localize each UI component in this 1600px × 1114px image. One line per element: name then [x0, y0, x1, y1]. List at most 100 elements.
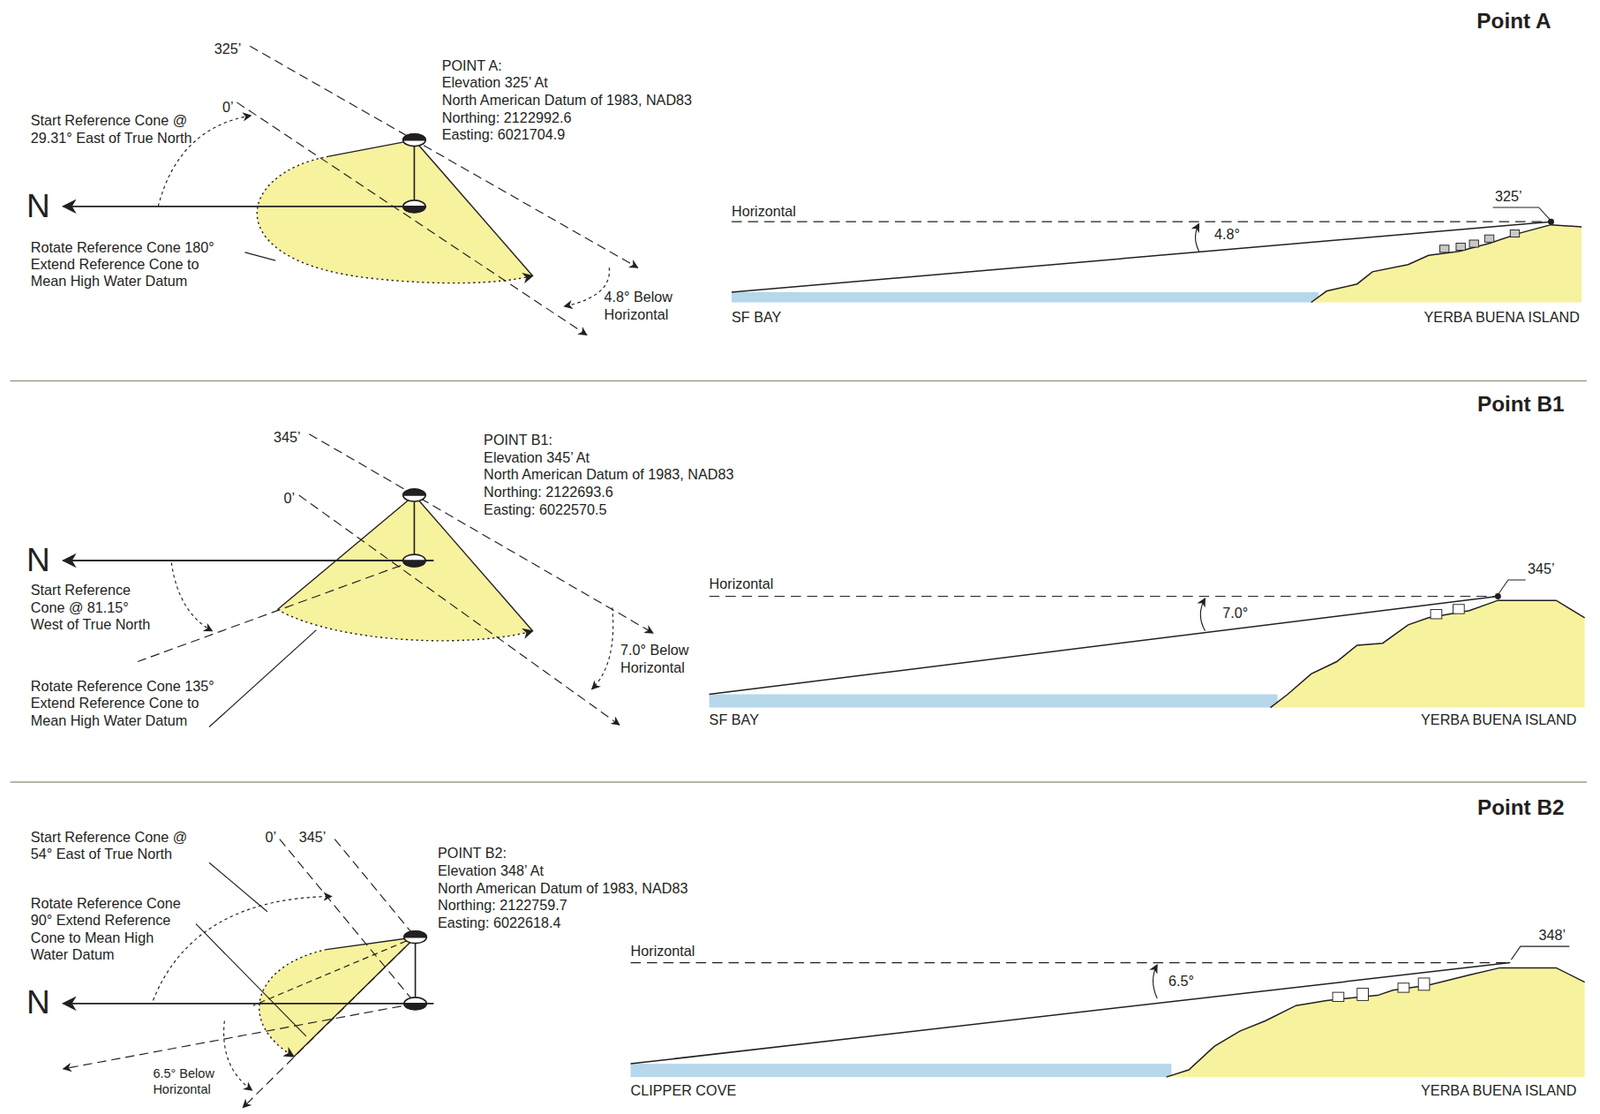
reference-line-stroke [63, 205, 414, 208]
reference-line-stroke [195, 923, 307, 1037]
survey-point [403, 488, 426, 567]
point-info: Northing: 2122693.6 [483, 483, 614, 501]
panel-title: Point B1 [1477, 390, 1565, 417]
reference-line-stroke [563, 267, 609, 307]
reference-line-stroke [245, 252, 277, 261]
reference-line-stroke [308, 434, 654, 633]
reference-line-stroke [209, 862, 268, 912]
angle-label: 4.8° [1214, 225, 1240, 243]
profile-stroke [1510, 946, 1570, 960]
profile-stroke [1547, 218, 1555, 226]
reference-line-stroke [224, 1021, 253, 1091]
panel-title: Point B2 [1477, 794, 1565, 820]
place-label: CLIPPER COVE [630, 1081, 737, 1099]
survey-point-stroke [403, 560, 426, 567]
point-info: POINT B2: [437, 844, 507, 862]
point-info: POINT A: [442, 57, 503, 75]
point-info: North American Datum of 1983, NAD83 [437, 879, 688, 897]
angle-note: 4.8° Below Horizontal [604, 288, 692, 324]
reference-line [63, 45, 639, 335]
reference-line-stroke [414, 937, 417, 1004]
profile-stroke [1166, 967, 1585, 1077]
note: Rotate Reference Cone 135° Extend Refere… [30, 677, 220, 729]
point-info: Easting: 6022618.4 [437, 914, 562, 932]
note: Start Reference Cone @ 29.31° East of Tr… [30, 112, 195, 147]
profile-stroke [630, 961, 1511, 963]
elevation-label: 345’ [273, 428, 301, 446]
profile-stroke [1430, 604, 1465, 619]
reference-line [63, 839, 435, 1108]
profile-stroke [630, 962, 1511, 1064]
place-label: YERBA BUENA ISLAND [1424, 308, 1580, 326]
note: Start Reference Cone @ 54° East of True … [30, 828, 200, 864]
profile-stroke [709, 595, 1499, 597]
cone-area-stroke [259, 937, 416, 1057]
elevation-label: 0’ [283, 489, 295, 507]
profile [731, 207, 1582, 303]
profile [709, 579, 1585, 708]
reference-line-stroke [279, 839, 416, 1004]
point-info: Northing: 2122992.6 [442, 109, 572, 127]
survey-point-stroke [403, 134, 426, 147]
north-arrow-label: N [26, 540, 51, 580]
reference-line-stroke [249, 45, 638, 268]
profile-stroke [1311, 225, 1582, 303]
angle-label: 6.5° [1168, 972, 1195, 990]
cone-area [256, 140, 533, 284]
reference-line-stroke [63, 1002, 435, 1005]
survey-point-stroke [404, 997, 427, 1010]
survey-point-stroke [404, 931, 427, 944]
elevation-label: 345’ [299, 828, 327, 846]
survey-point-stroke [404, 931, 427, 938]
survey-point-stroke [403, 206, 426, 213]
horizontal-label: Horizontal [630, 942, 696, 960]
reference-line-stroke [152, 895, 331, 1000]
profile-stroke [1439, 245, 1449, 253]
elevation-label: 0’ [265, 828, 278, 846]
horizontal-label: Horizontal [731, 202, 797, 220]
angle-note: 6.5° Below Horizontal [152, 1066, 235, 1097]
profile-stroke [1195, 223, 1200, 251]
elevation-label: 348’ [1539, 926, 1567, 944]
profile-stroke [1493, 207, 1551, 220]
profile-stroke [1332, 991, 1345, 1001]
profile-stroke [1453, 604, 1465, 614]
cone-area-stroke [277, 495, 534, 641]
point-info: Elevation 325’ At [442, 74, 549, 91]
profile-stroke [1439, 229, 1519, 252]
profile-stroke [1166, 967, 1585, 1077]
note: Start Reference Cone @ 81.15° West of Tr… [30, 581, 164, 633]
divider-stroke [10, 781, 1587, 782]
note: Rotate Reference Cone 180° Extend Refere… [30, 239, 220, 291]
profile-stroke [1456, 242, 1465, 250]
profile-stroke [1357, 988, 1369, 1001]
north-arrow-label: N [26, 983, 51, 1022]
place-label: YERBA BUENA ISLAND [1420, 1081, 1577, 1099]
reference-line-stroke [299, 495, 620, 725]
elevation-label: 325’ [214, 40, 242, 58]
point-info: Northing: 2122759.7 [437, 896, 568, 914]
elevation-label: 0’ [222, 98, 234, 116]
survey-point [403, 134, 426, 213]
panel-title: Point A [1476, 7, 1551, 34]
profile [630, 946, 1585, 1077]
profile-stroke [1270, 600, 1585, 707]
elevation-label: 325’ [1494, 187, 1523, 205]
profile-stroke [1509, 229, 1519, 237]
place-label: SF BAY [731, 308, 782, 326]
point-info: Easting: 6021704.9 [442, 126, 566, 143]
profile-stroke [731, 221, 1551, 293]
angle-label: 7.0° [1222, 604, 1248, 622]
reference-line-stroke [137, 560, 414, 662]
profile-stroke [1430, 609, 1443, 619]
survey-point [404, 931, 427, 1010]
reference-line-stroke [413, 495, 416, 561]
survey-point-stroke [403, 488, 426, 502]
divider-stroke [10, 380, 1587, 382]
point-info: Easting: 6022570.5 [483, 501, 608, 519]
reference-line-stroke [242, 937, 415, 1108]
survey-point-stroke [403, 488, 426, 496]
horizontal-label: Horizontal [709, 575, 774, 593]
profile-stroke [1494, 593, 1502, 600]
